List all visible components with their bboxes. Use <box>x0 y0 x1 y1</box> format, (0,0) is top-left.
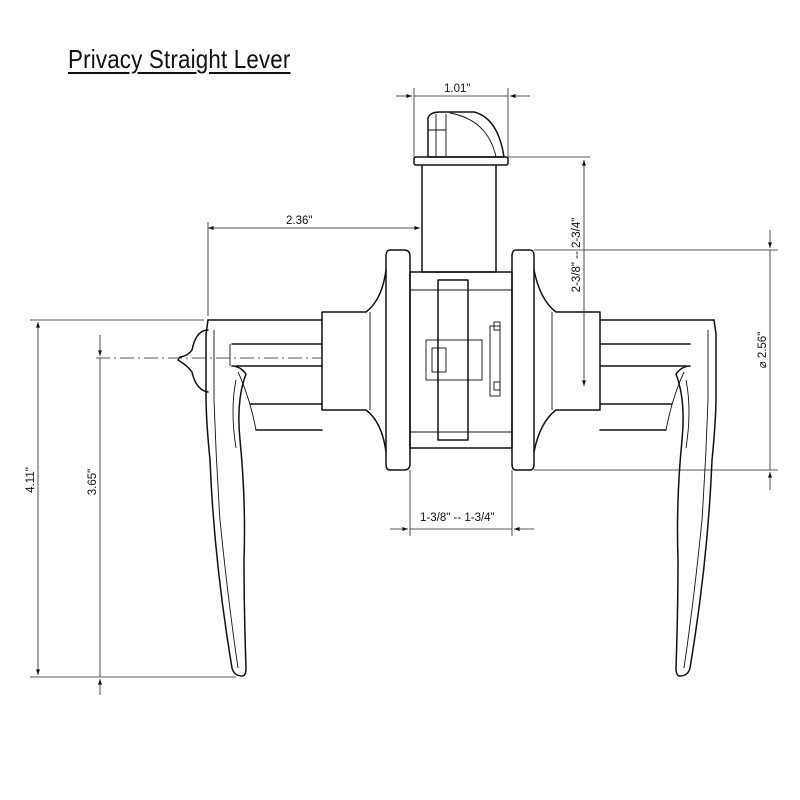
left-lever <box>177 319 323 677</box>
dim-lever-reach: 2.36" <box>286 215 312 227</box>
dim-centerline-height: 3.65" <box>87 469 99 495</box>
diagram-title: Privacy Straight Lever <box>68 44 291 74</box>
dim-backset: 2-3/8" -- 2-3/4" <box>571 218 583 293</box>
chassis <box>321 249 601 471</box>
dim-latch-face: 1.01" <box>444 83 470 95</box>
dim-rose-diameter: ⌀ 2.56" <box>757 332 769 369</box>
dim-door-thickness: 1-3/8" -- 1-3/4" <box>420 512 495 524</box>
dimension-lines <box>30 88 778 695</box>
right-lever <box>599 319 717 677</box>
dim-overall-height: 4.11" <box>25 467 37 493</box>
latch-assembly <box>413 111 509 273</box>
